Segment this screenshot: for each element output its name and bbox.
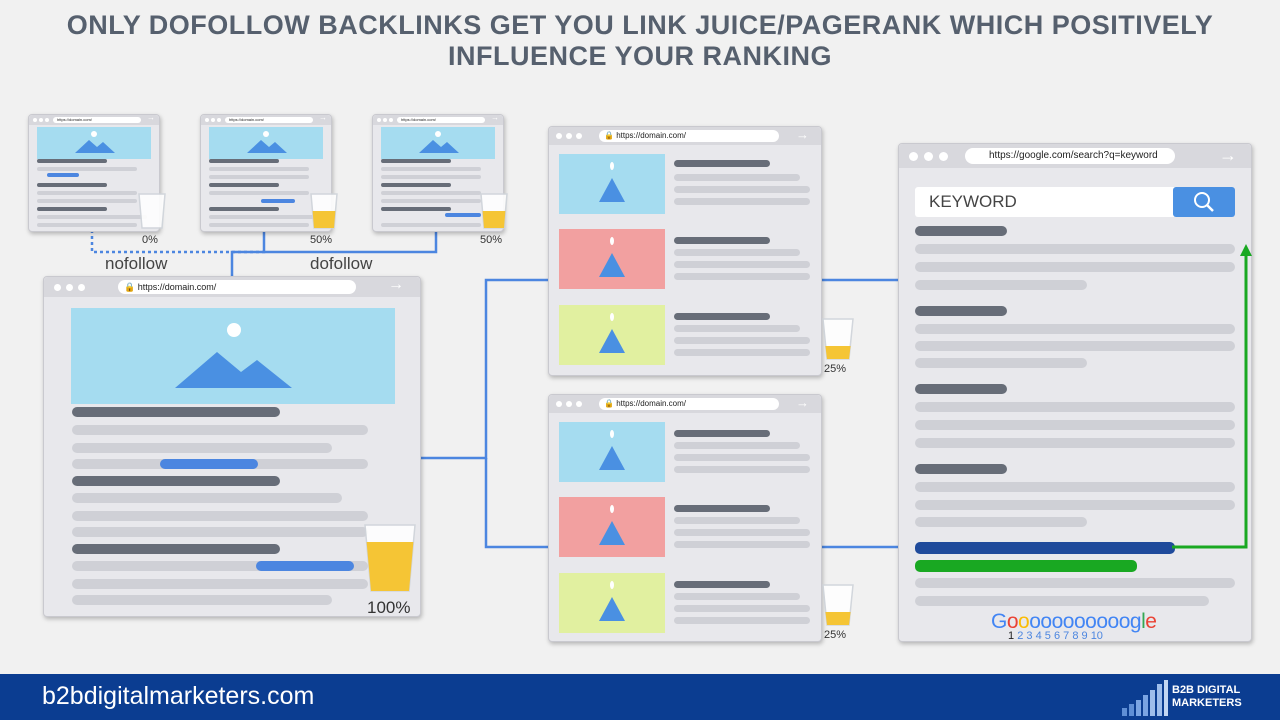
arrow-right-icon[interactable]: → — [796, 127, 809, 142]
footer: b2bdigitalmarketers.com B2B DIGITAL MARK… — [0, 674, 1280, 720]
arrow-right-icon[interactable]: → — [796, 395, 809, 410]
glass-icon — [822, 584, 854, 626]
image-placeholder — [559, 422, 665, 482]
image-mountain-icon — [599, 430, 625, 470]
pagination: 1 2 3 4 5 6 7 8 9 10 — [1008, 630, 1103, 642]
dofollow-label: dofollow — [310, 254, 373, 273]
title-line-2: INFLUENCE YOUR RANKING — [447, 41, 833, 71]
image-placeholder — [37, 127, 151, 159]
arrow-right-icon[interactable]: → — [1219, 145, 1237, 165]
page-title: ONLY DOFOLLOW BACKLINKS GET YOU LINK JUI… — [0, 10, 1280, 72]
ranking-result-navy — [915, 542, 1175, 554]
juice-percent: 50% — [480, 234, 503, 246]
page-number[interactable]: 8 — [1072, 630, 1079, 642]
image-mountain-icon — [599, 162, 625, 202]
mid-page-2: 🔒 https://domain.com/ → — [548, 394, 822, 642]
glass-icon — [310, 193, 338, 229]
lock-icon: 🔒 — [604, 399, 614, 408]
address-bar[interactable]: https://domain.com/ — [397, 117, 485, 123]
dofollow-link-line-2 — [264, 230, 438, 254]
image-mountain-icon — [75, 131, 115, 153]
hero-image — [71, 308, 395, 404]
glass-icon — [138, 193, 166, 229]
ranking-result-green — [915, 560, 1137, 572]
page-number[interactable]: 1 — [1008, 630, 1015, 642]
arrow-right-icon[interactable]: → — [319, 113, 327, 122]
glass-icon — [822, 318, 854, 360]
address-bar[interactable]: 🔒 https://domain.com/ — [599, 398, 779, 410]
nofollow-link-line — [90, 230, 264, 254]
small-page-3: https://domain.com/ → — [372, 113, 504, 232]
page-number[interactable]: 9 — [1081, 630, 1088, 642]
dofollow-link-line-1 — [230, 230, 266, 278]
main-page: 🔒 https://domain.com/ → — [43, 276, 421, 617]
address-bar[interactable]: 🔒 https://domain.com/ — [599, 130, 779, 142]
image-placeholder — [559, 154, 665, 214]
juice-percent: 25% — [824, 363, 847, 375]
page-number[interactable]: 6 — [1053, 630, 1061, 642]
juice-percent: 50% — [310, 234, 333, 246]
search-input[interactable]: KEYWORD — [915, 187, 1235, 217]
page-number[interactable]: 3 — [1026, 630, 1033, 642]
image-placeholder — [559, 497, 665, 557]
image-mountain-icon — [599, 237, 625, 277]
page-number[interactable]: 10 — [1090, 630, 1103, 642]
arrow-right-icon[interactable]: → — [491, 113, 499, 122]
small-page-2: https://domain.com/ → — [200, 113, 332, 232]
google-logo-word: Gooooooooooogle — [991, 610, 1157, 633]
juice-percent: 0% — [142, 234, 158, 246]
page-number[interactable]: 7 — [1063, 630, 1070, 642]
title-line-1: ONLY DOFOLLOW BACKLINKS GET YOU LINK JUI… — [66, 10, 1214, 40]
glass-icon — [364, 524, 416, 592]
page-number[interactable]: 2 — [1017, 630, 1024, 642]
address-bar[interactable]: 🔒 https://domain.com/ — [118, 280, 356, 294]
search-icon — [1194, 192, 1214, 212]
image-placeholder — [559, 229, 665, 289]
search-query: KEYWORD — [929, 192, 1017, 211]
brand-logo: B2B DIGITAL MARKETERS — [1120, 678, 1250, 718]
image-placeholder — [559, 305, 665, 365]
image-mountain-icon — [599, 581, 625, 621]
arrow-right-icon[interactable]: → — [388, 276, 404, 293]
image-placeholder — [381, 127, 495, 159]
main-to-mid-line — [420, 278, 549, 460]
image-placeholder — [559, 573, 665, 633]
mid-page-1: 🔒 https://domain.com/ → — [548, 126, 822, 376]
image-mountain-icon — [175, 323, 292, 388]
footer-url[interactable]: b2bdigitalmarketers.com — [42, 682, 315, 710]
google-results-page: https://google.com/search?q=keyword → KE… — [898, 143, 1252, 642]
page-number[interactable]: 5 — [1044, 630, 1051, 642]
address-bar[interactable]: https://google.com/search?q=keyword — [965, 148, 1175, 164]
nofollow-label: nofollow — [105, 254, 168, 273]
bar-chart-logo-icon — [1122, 680, 1168, 716]
juice-percent: 25% — [824, 629, 847, 641]
address-bar[interactable]: https://domain.com/ — [225, 117, 313, 123]
lock-icon: 🔒 — [604, 131, 614, 140]
main-to-mid-line-2 — [484, 458, 549, 549]
small-page-1: https://domain.com/ → — [28, 113, 160, 232]
search-button[interactable] — [1173, 187, 1235, 217]
juice-percent: 100% — [367, 598, 411, 617]
logo-text: B2B DIGITAL MARKETERS — [1172, 684, 1242, 709]
address-bar[interactable]: https://domain.com/ — [53, 117, 141, 123]
image-mountain-icon — [247, 131, 287, 153]
image-placeholder — [209, 127, 323, 159]
image-mountain-icon — [599, 505, 625, 545]
lock-icon: 🔒 — [124, 282, 136, 292]
glass-icon — [480, 193, 508, 229]
image-mountain-icon — [599, 313, 625, 353]
arrow-right-icon[interactable]: → — [147, 113, 155, 122]
page-number[interactable]: 4 — [1035, 630, 1042, 642]
image-mountain-icon — [419, 131, 459, 153]
